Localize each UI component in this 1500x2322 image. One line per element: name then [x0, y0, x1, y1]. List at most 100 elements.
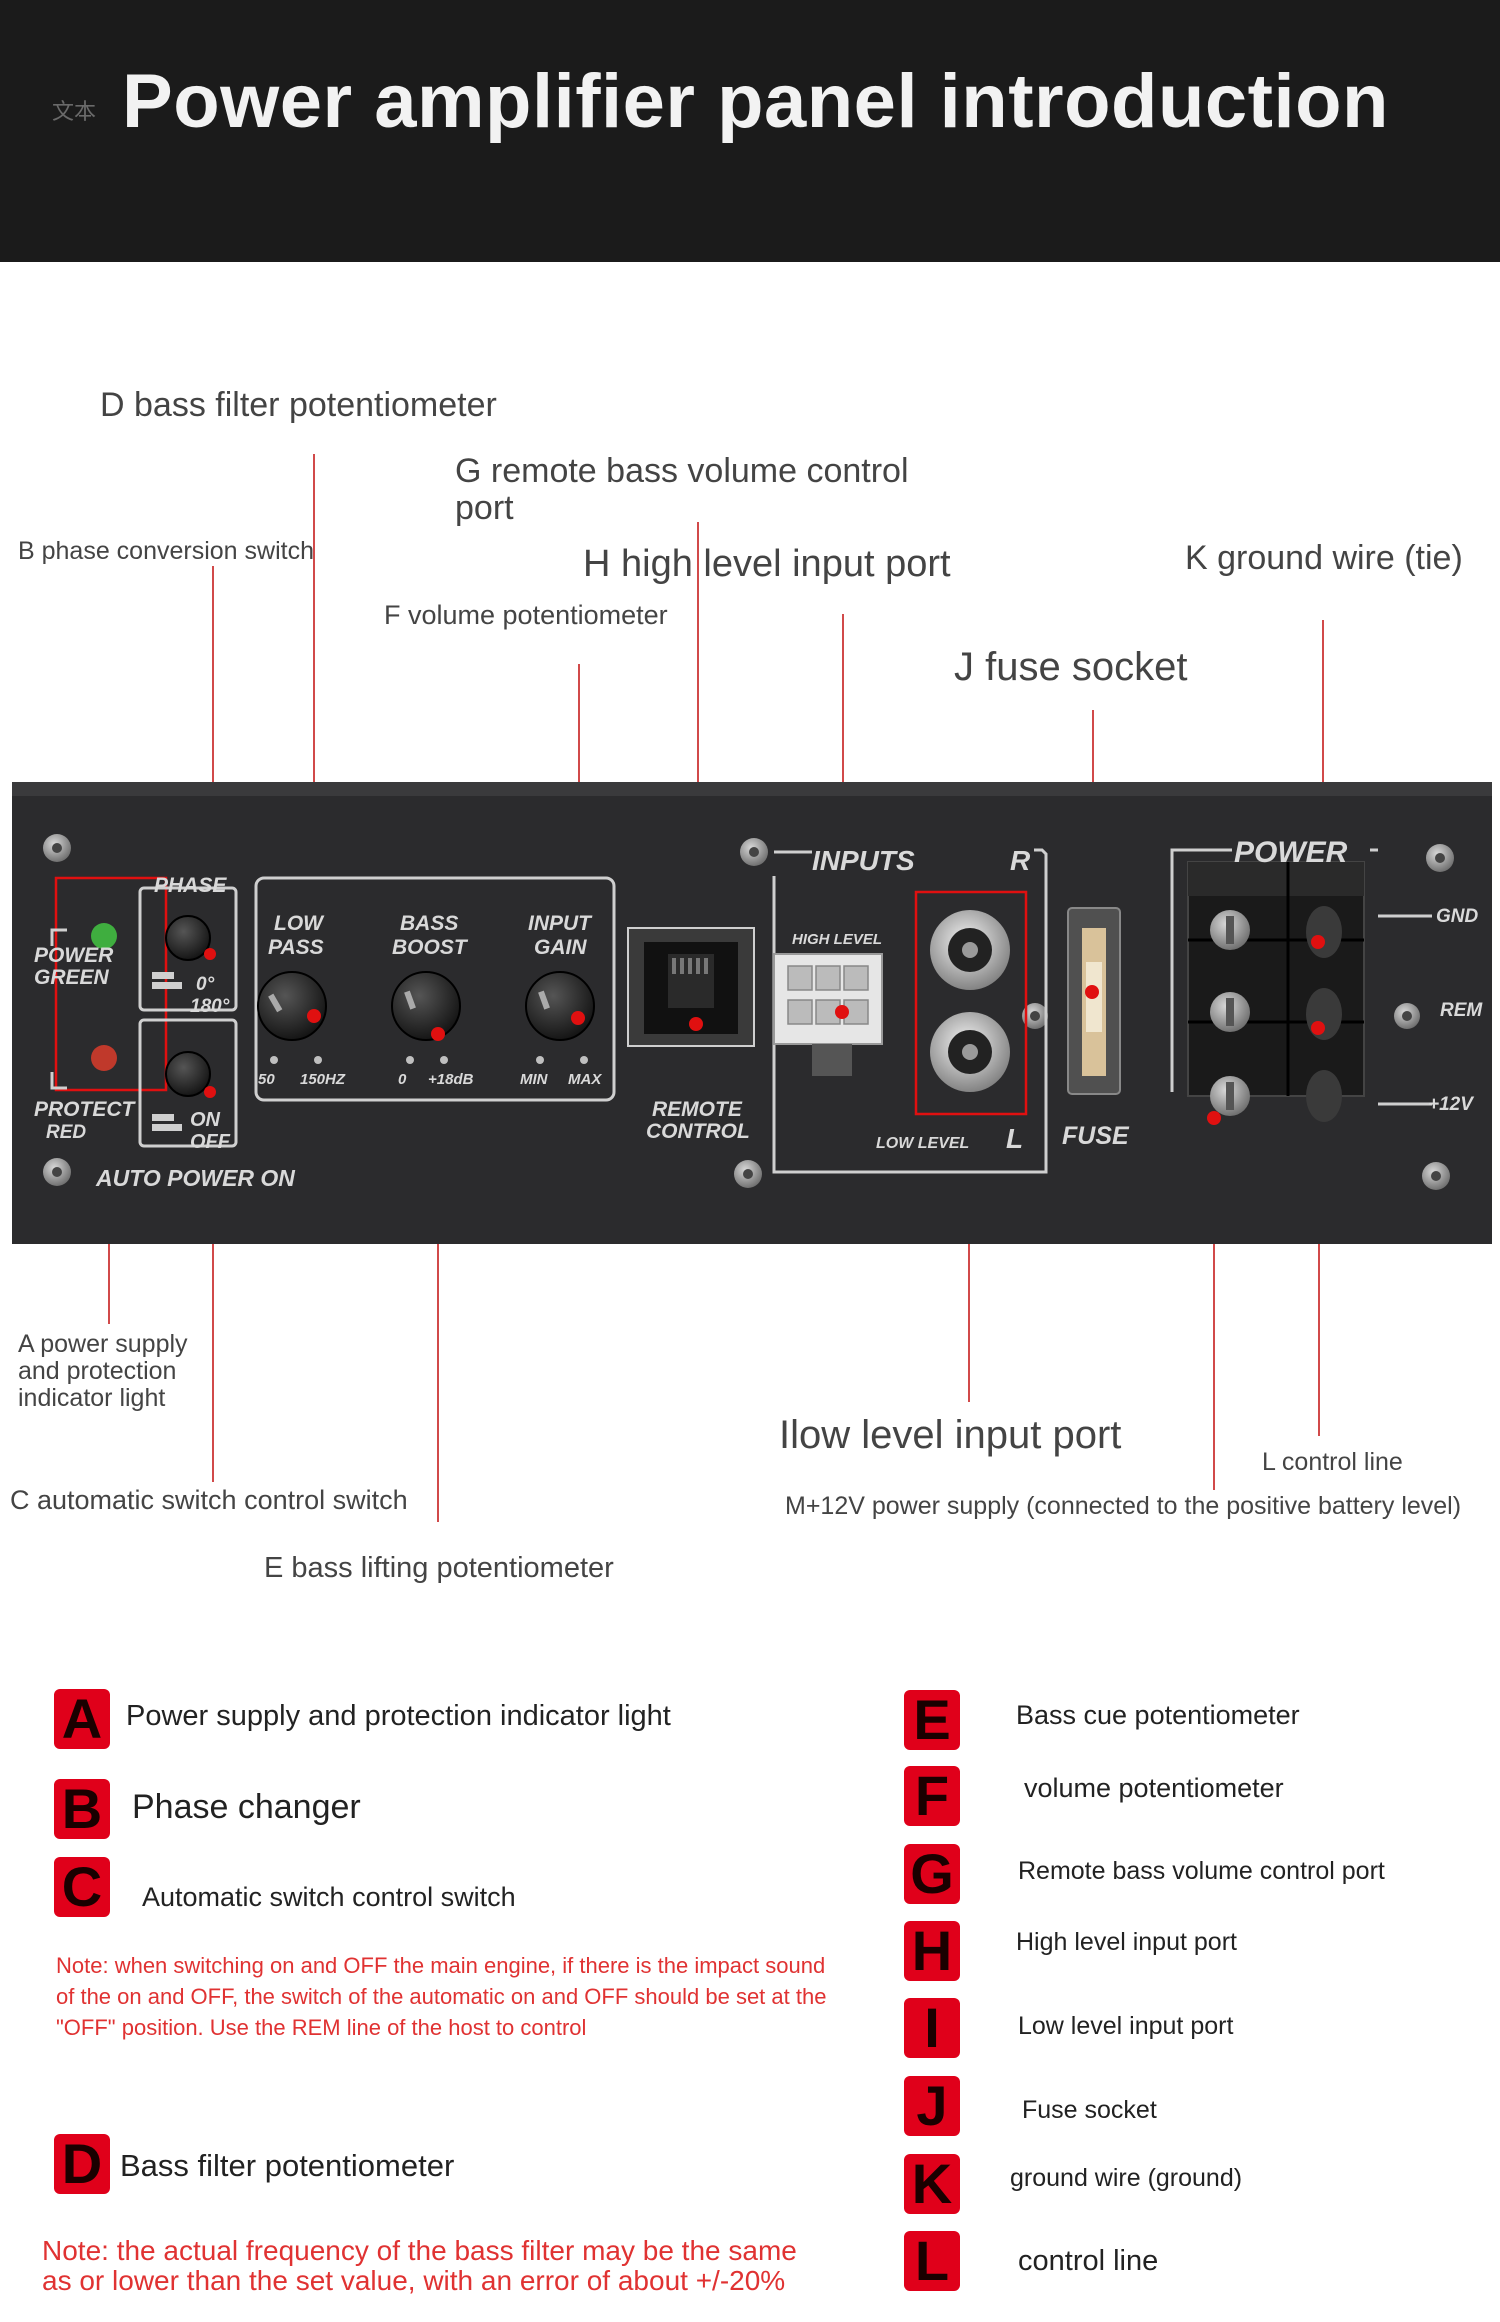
low-pass-knob[interactable] [257, 971, 327, 1041]
auto-power-switch[interactable] [165, 1051, 211, 1097]
rca-left-jack[interactable] [930, 1012, 1010, 1092]
callout-b: B phase conversion switch [18, 537, 314, 565]
marker-dot-f [571, 1011, 585, 1025]
label-green: GREEN [34, 966, 110, 989]
label-phase-0: 0° [196, 974, 215, 995]
callout-c: C automatic switch control switch [10, 1485, 408, 1515]
label-r: R [1010, 845, 1031, 876]
label-bass-min: 0 [398, 1071, 407, 1088]
leader-line-i [968, 1124, 970, 1402]
legend-text-g: Remote bass volume control port [1018, 1857, 1385, 1885]
marker-dot-d [307, 1009, 321, 1023]
legend-text-j: Fuse socket [1022, 2096, 1157, 2124]
legend-text-k: ground wire (ground) [1010, 2164, 1243, 2192]
legend-letter-f: F [904, 1766, 960, 1826]
legend-letter-g: G [904, 1844, 960, 1904]
panel-screw [1022, 1003, 1048, 1029]
header-small-label: 文本 [52, 100, 97, 125]
marker-box-i [914, 890, 1028, 1116]
legend-letter-l: L [904, 2231, 960, 2291]
label-inputs: INPUTS [812, 845, 915, 876]
label-phase-180: 180° [190, 996, 230, 1017]
callout-g-line2: port [455, 489, 514, 527]
marker-dot-b [204, 948, 216, 960]
panel-screw [1394, 1003, 1420, 1029]
panel-screw [1422, 1162, 1450, 1190]
marker-dot-h [835, 1005, 849, 1019]
legend-letter-h: H [904, 1921, 960, 1981]
fuse-socket[interactable] [1067, 907, 1121, 1095]
label-high-level: HIGH LEVEL [792, 931, 882, 948]
legend-letter-i: I [904, 1998, 960, 2058]
label-gain-min: MIN [520, 1071, 549, 1088]
label-input-gain-1: INPUT [528, 912, 593, 935]
label-off: OFF [190, 1131, 231, 1153]
legend-letter-b: B [54, 1779, 110, 1839]
legend-letter-a: A [54, 1689, 110, 1749]
label-power-section: POWER [1234, 836, 1348, 869]
rca-right-jack[interactable] [930, 910, 1010, 990]
legend-text-h: High level input port [1016, 1928, 1237, 1956]
label-low-pass-1: LOW [274, 912, 325, 935]
callout-j: J fuse socket [954, 645, 1188, 689]
remote-control-port[interactable] [644, 942, 738, 1034]
callout-f: F volume potentiometer [384, 600, 668, 630]
label-rem: REM [1440, 1000, 1483, 1021]
legend-text-e: Bass cue potentiometer [1016, 1700, 1300, 1730]
callout-a-line3: indicator light [18, 1384, 166, 1412]
legend-text-d: Bass filter potentiometer [120, 2148, 455, 2183]
label-red: RED [46, 1122, 86, 1143]
legend-note-d-line2: as or lower than the set value, with an … [42, 2265, 786, 2296]
marker-dot-j [1085, 985, 1099, 999]
label-protect: PROTECT [34, 1098, 137, 1121]
label-bass-max: +18dB [428, 1071, 474, 1088]
label-low-pass-max: 150HZ [300, 1071, 346, 1088]
label-input-gain-2: GAIN [534, 936, 587, 959]
bass-boost-knob[interactable] [391, 971, 461, 1041]
callout-g-line1: G remote bass volume control [455, 452, 909, 490]
panel-screw [734, 1160, 762, 1188]
marker-dot-m [1207, 1111, 1221, 1125]
panel-screw [43, 1158, 71, 1186]
callout-k: K ground wire (tie) [1185, 539, 1463, 577]
legend-text-c: Automatic switch control switch [142, 1882, 516, 1912]
phase-switch[interactable] [165, 915, 211, 961]
label-power: POWER [34, 944, 114, 967]
legend-text-f: volume potentiometer [1024, 1773, 1284, 1803]
label-plus12v: +12V [1428, 1094, 1474, 1115]
plus12v-terminal-screw[interactable] [1210, 1076, 1250, 1116]
legend-letter-e: E [904, 1690, 960, 1750]
marker-dot-l [1311, 1021, 1325, 1035]
legend-text-b: Phase changer [132, 1788, 361, 1826]
leader-line-b [212, 566, 214, 964]
label-remote-2: CONTROL [646, 1120, 750, 1143]
label-bass-boost-2: BOOST [392, 936, 469, 959]
label-gain-max: MAX [568, 1071, 602, 1088]
marker-dot-c [204, 1086, 216, 1098]
label-bass-boost-1: BASS [400, 912, 458, 935]
marker-dot-e [431, 1027, 445, 1041]
callout-e: E bass lifting potentiometer [264, 1552, 614, 1584]
legend-text-a: Power supply and protection indicator li… [126, 1700, 671, 1732]
label-auto-power-on: AUTO POWER ON [95, 1165, 295, 1191]
legend-letter-c: C [54, 1857, 110, 1917]
callout-a-line1: A power supply [18, 1330, 188, 1358]
gnd-terminal-screw[interactable] [1210, 910, 1250, 950]
input-gain-knob[interactable] [525, 971, 595, 1041]
label-low-pass-min: 50 [258, 1071, 275, 1088]
legend-letter-d: D [54, 2134, 110, 2194]
legend-text-l: control line [1018, 2245, 1159, 2277]
callout-l: L control line [1262, 1448, 1403, 1476]
marker-dot-k [1311, 935, 1325, 949]
legend-note-c: Note: when switching on and OFF the main… [56, 1953, 827, 2040]
label-gnd: GND [1436, 906, 1479, 927]
callout-h: H high level input port [583, 543, 951, 585]
rem-terminal-screw[interactable] [1210, 992, 1250, 1032]
label-phase: PHASE [154, 874, 227, 897]
legend-note-d-line1: Note: the actual frequency of the bass f… [42, 2235, 797, 2266]
callout-m: M+12V power supply (connected to the pos… [785, 1492, 1462, 1520]
leader-line-g [697, 522, 699, 1025]
marker-dot-g [689, 1017, 703, 1031]
power-terminal-block [1187, 861, 1365, 1097]
label-low-pass-2: PASS [268, 936, 324, 959]
